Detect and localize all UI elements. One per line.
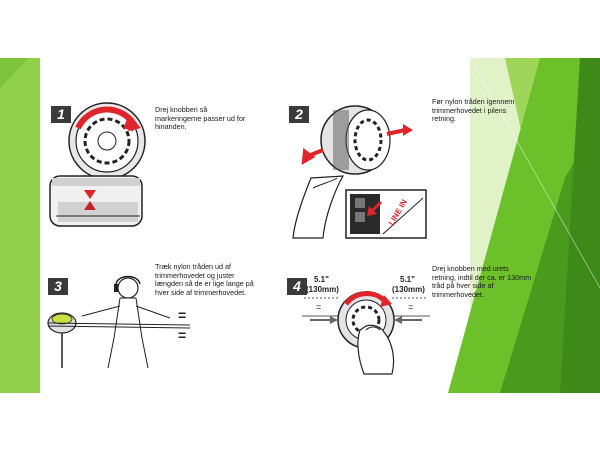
step-2-illustration: LINE IN bbox=[292, 105, 427, 239]
equals-mark-top: = bbox=[178, 307, 186, 323]
step-1-text: Drej knobben så markeringerne passer ud … bbox=[155, 105, 246, 132]
step-3-text: Træk nylon tråden ud af trimmerhovedet o… bbox=[155, 262, 254, 297]
decorative-green-shapes bbox=[0, 58, 600, 393]
equals-mark-bottom: = bbox=[178, 327, 186, 343]
equals-mark-right: = bbox=[408, 302, 413, 312]
right-green-shape-4 bbox=[560, 58, 600, 393]
step-4-number: 4 bbox=[287, 278, 307, 295]
measure-right-inch: 5.1" bbox=[400, 275, 415, 284]
measure-left-inch: 5.1" bbox=[314, 275, 329, 284]
instruction-slide: 1 Drej knobben så markeringerne passer u… bbox=[0, 58, 600, 393]
equals-mark-left: = bbox=[316, 302, 321, 312]
step-3-illustration: = = bbox=[47, 275, 191, 369]
step-4-text: Drej knobben med urets retning, indtil d… bbox=[432, 264, 532, 299]
measure-right-mm: (130mm) bbox=[392, 285, 425, 294]
step-2-number: 2 bbox=[289, 106, 309, 123]
left-green-shape-inner bbox=[0, 58, 40, 393]
step-2-text: Før nylon tråden igennem trimmerhovedet … bbox=[432, 97, 515, 124]
step-1-number: 1 bbox=[51, 106, 71, 123]
step-4-illustration: 5.1" (130mm) 5.1" (130mm) = = bbox=[302, 275, 430, 375]
step-1-illustration bbox=[49, 102, 146, 227]
step-3-number: 3 bbox=[48, 278, 68, 295]
measure-left-mm: (130mm) bbox=[306, 285, 339, 294]
